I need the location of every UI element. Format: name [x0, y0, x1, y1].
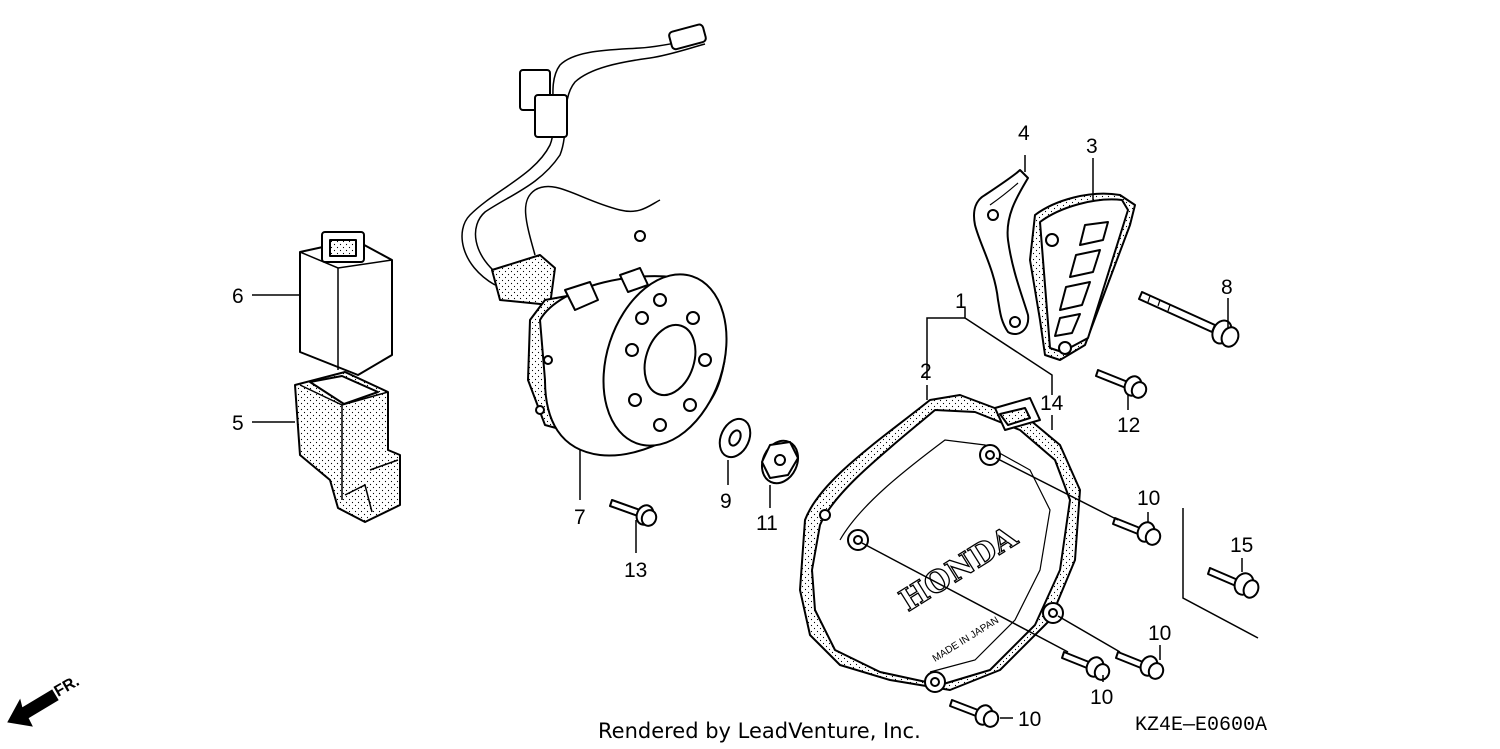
bolt-13[interactable]: [609, 499, 659, 528]
cover-guard[interactable]: [1029, 192, 1136, 361]
render-credit: Rendered by LeadVenture, Inc.: [598, 719, 921, 743]
washer[interactable]: [714, 414, 756, 462]
callout-8: 8: [1221, 276, 1233, 299]
callout-numbers: 1 2 3 4 5 6 7 8 9 10 10 10 10 11 12 13 1…: [232, 122, 1253, 731]
leader-lines: [252, 155, 1259, 719]
cover-bolt-right[interactable]: [1115, 651, 1166, 681]
stator-wiring-harness[interactable]: [461, 23, 707, 306]
callout-7: 7: [574, 506, 586, 529]
bolt-15[interactable]: [1207, 567, 1261, 600]
callout-10-upper: 10: [1137, 487, 1160, 510]
cover-bolt-upper[interactable]: [1112, 517, 1163, 547]
callout-6: 6: [232, 285, 244, 308]
cover-bolt-middle[interactable]: [1061, 651, 1112, 682]
front-arrow-icon: [7, 689, 59, 727]
callout-2: 2: [920, 360, 932, 383]
cover-bolt-bottom[interactable]: [949, 699, 1001, 729]
bolt-12[interactable]: [1095, 369, 1149, 400]
callout-3: 3: [1086, 135, 1098, 158]
callout-10-middle: 10: [1090, 686, 1113, 709]
callout-5: 5: [232, 412, 244, 435]
cdi-unit[interactable]: [299, 231, 393, 376]
bolt-8[interactable]: [1138, 291, 1241, 349]
callout-4: 4: [1018, 122, 1030, 145]
callout-13: 13: [624, 559, 647, 582]
front-direction-marker: FR.: [7, 673, 82, 727]
flange-nut[interactable]: [755, 435, 804, 489]
callout-1: 1: [955, 290, 967, 313]
cdi-rubber-holder[interactable]: [294, 371, 401, 523]
diagram-code: KZ4E—E0600A: [1135, 714, 1267, 737]
left-crankcase-cover[interactable]: HONDA MADE IN JAPAN: [799, 394, 1081, 693]
callout-15: 15: [1230, 534, 1253, 557]
callout-9: 9: [720, 490, 732, 513]
stator-flywheel[interactable]: [527, 258, 747, 461]
callout-10-bottom: 10: [1018, 708, 1041, 731]
callout-12: 12: [1117, 414, 1140, 437]
callout-11: 11: [756, 512, 778, 535]
callout-14: 14: [1040, 392, 1064, 415]
callout-10-right: 10: [1148, 622, 1171, 645]
cover-gasket-plate[interactable]: [973, 169, 1030, 335]
